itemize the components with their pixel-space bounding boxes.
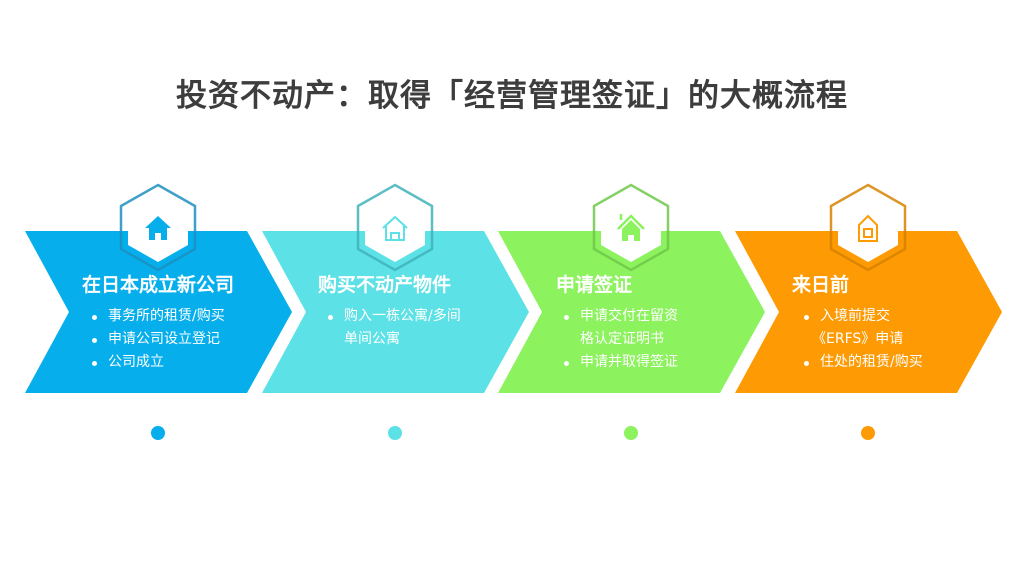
step-heading: 申请签证 — [556, 274, 633, 296]
list-item: 事务所的租赁/购买 — [90, 305, 234, 328]
list-item: 格认定证明书 — [580, 331, 664, 347]
house-solid-icon — [145, 216, 171, 240]
step-3: 申请签证 申请交付在留资 格认定证明书 申请并取得签证 — [556, 270, 678, 374]
step-chevron — [25, 231, 292, 393]
step-dot-4 — [861, 426, 875, 440]
list-item: 单间公寓 — [344, 331, 400, 347]
list-item: 申请公司设立登记 — [90, 328, 234, 351]
step-dot-1 — [151, 426, 165, 440]
step-1: 在日本成立新公司 事务所的租赁/购买 申请公司设立登记 公司成立 — [82, 270, 234, 374]
step-chevron — [262, 231, 529, 393]
step-heading: 来日前 — [792, 274, 850, 296]
step-chevron — [498, 231, 765, 393]
list-item: 申请交付在留资 — [562, 305, 678, 328]
house-outline-icon — [382, 215, 408, 241]
list-item: 住处的租赁/购买 — [802, 351, 923, 374]
list-item: 入境前提交 — [802, 305, 923, 328]
hexagon-fill — [838, 231, 898, 262]
hexagon-badge — [592, 183, 670, 272]
hexagon-badge — [356, 183, 434, 272]
step-2: 购买不动产物件 购入一栋公寓/多间 单间公寓 — [318, 270, 461, 351]
house-chimney-icon — [617, 214, 645, 241]
list-item: 公司成立 — [90, 351, 234, 374]
step-dot-3 — [624, 426, 638, 440]
list-item: 《ERFS》申请 — [812, 331, 904, 347]
list-item: 购入一栋公寓/多间 — [326, 305, 461, 328]
house-square-icon — [858, 214, 878, 242]
page-title: 投资不动产：取得「经营管理签证」的大概流程 — [176, 78, 848, 114]
step-heading: 购买不动产物件 — [318, 274, 452, 296]
step-chevron — [735, 231, 1002, 393]
step-heading: 在日本成立新公司 — [82, 274, 235, 296]
hexagon-fill — [128, 231, 188, 262]
list-item: 申请并取得签证 — [562, 351, 678, 374]
hexagon-fill — [365, 231, 425, 262]
step-4: 来日前 入境前提交 《ERFS》申请 住处的租赁/购买 — [792, 270, 923, 374]
hexagon-badge — [829, 183, 907, 272]
step-dot-2 — [388, 426, 402, 440]
hexagon-badge — [119, 183, 197, 272]
hexagon-fill — [601, 231, 661, 262]
